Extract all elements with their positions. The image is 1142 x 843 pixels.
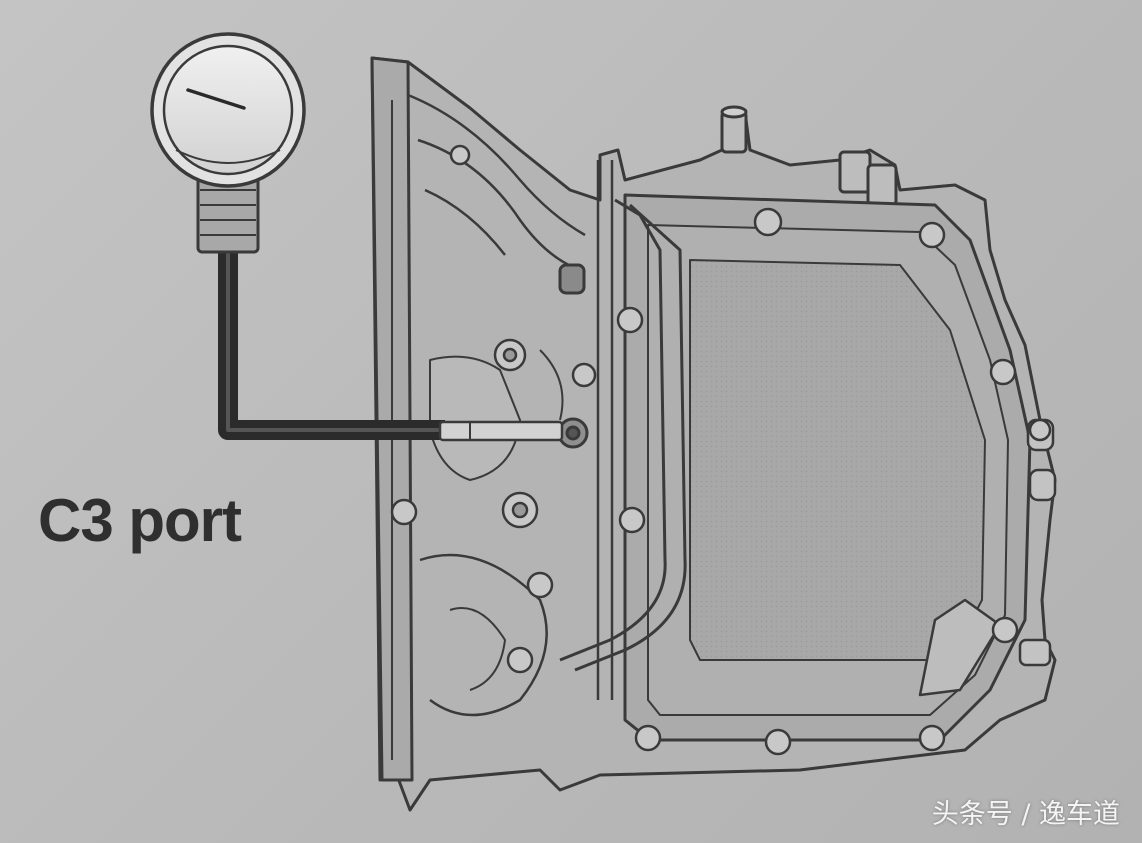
c3-port [557,417,589,449]
bolts [390,144,1052,756]
c3-port-label: C3 port [38,487,242,554]
oil-pan [559,193,1057,742]
gauge-hose [218,250,564,442]
watermark-text: 头条号 / 逸车道 [931,799,1120,830]
pressure-gauge-icon [150,32,306,254]
